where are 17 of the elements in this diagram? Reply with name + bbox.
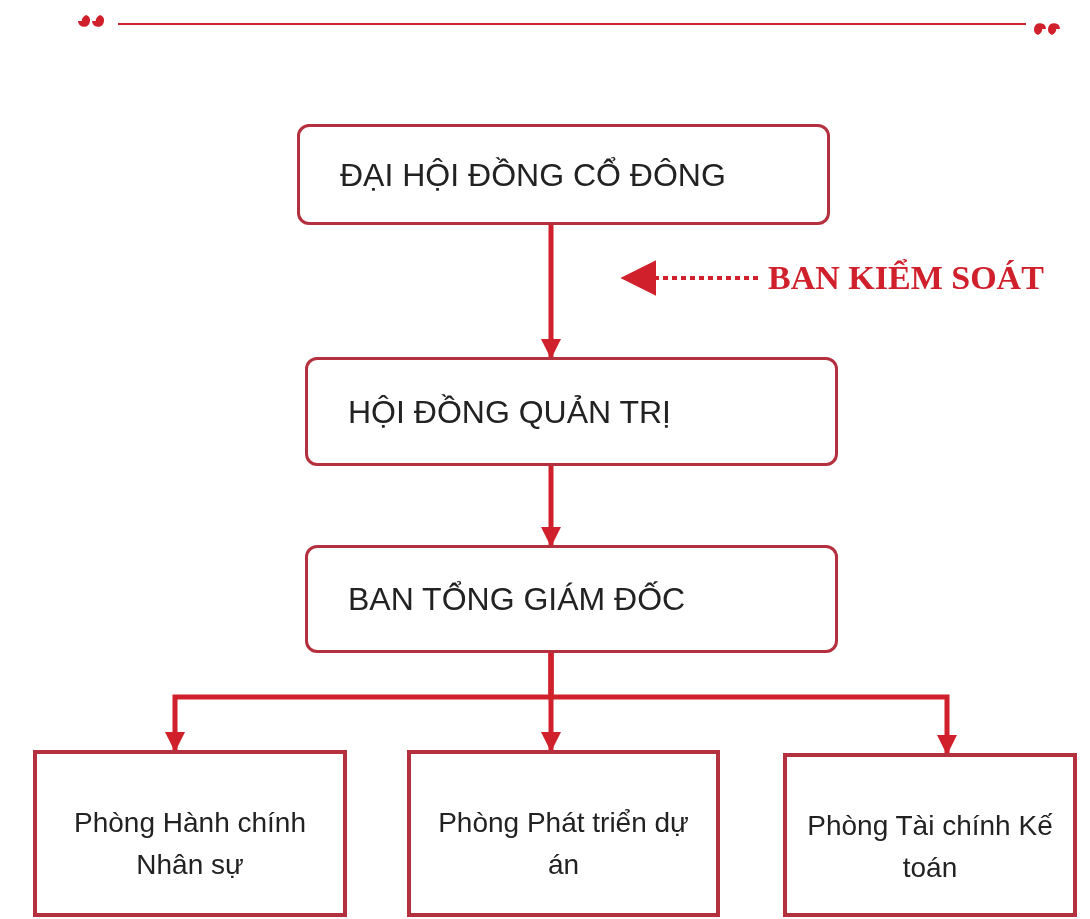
connector-arrow bbox=[541, 225, 561, 359]
connector-arrow bbox=[541, 466, 561, 547]
department-box bbox=[33, 750, 347, 917]
box-label: Phòng Hành chính Nhân sự bbox=[73, 806, 307, 882]
box-label: HỘI ĐỒNG QUẢN TRỊ bbox=[348, 392, 671, 432]
dotted-arrow bbox=[620, 260, 758, 296]
department-box bbox=[783, 753, 1077, 917]
org-box bbox=[305, 545, 838, 653]
box-label: Phòng Phát triển dự án bbox=[437, 806, 690, 882]
section-title: BAN KIỂM SOÁT bbox=[768, 256, 1078, 300]
box-label: Phòng Tài chính Kế toán bbox=[806, 809, 1054, 885]
department-box bbox=[407, 750, 720, 917]
box-label: BAN TỔNG GIÁM ĐỐC bbox=[348, 580, 686, 619]
org-box bbox=[297, 124, 830, 225]
org-box bbox=[305, 357, 838, 466]
box-label: ĐẠI HỘI ĐỒNG CỔ ĐÔNG bbox=[340, 155, 726, 195]
connector-arrow bbox=[548, 653, 957, 755]
